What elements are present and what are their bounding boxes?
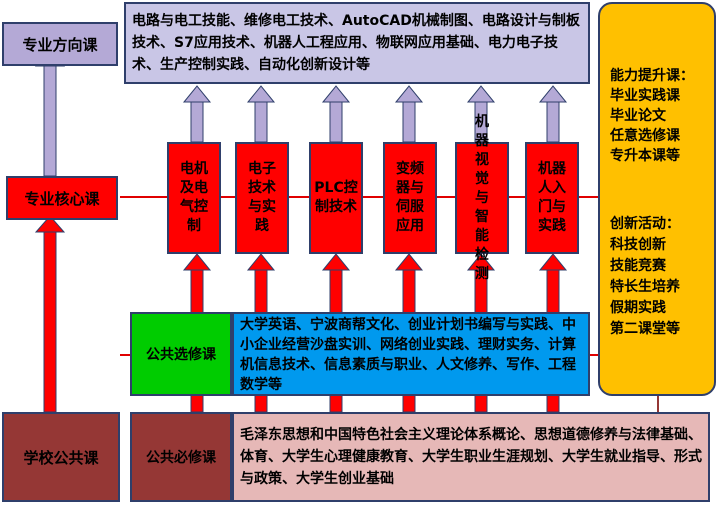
core-course-6: 机器人入门与实践 [525, 142, 579, 254]
ability-item: 任意选修课 [610, 128, 680, 144]
core-course-1: 电机及电气控制 [167, 142, 221, 254]
direction-courses-box: 电路与电工技能、维修电工技术、AutoCAD机械制图、电路设计与制板技术、S7应… [124, 2, 590, 84]
core-label-box: 专业核心课 [6, 176, 118, 220]
arrow-school-to-core [34, 215, 66, 413]
core-course-5-label: 机器视觉与智能检测 [475, 113, 489, 282]
public-elective-label: 公共选修课 [146, 347, 216, 363]
public-required-label: 公共必修课 [146, 450, 216, 466]
arrows-core-to-direction [182, 85, 568, 143]
elective-courses-text: 大学英语、宁波商帮文化、创业计划书编写与实践、中小企业经营沙盘实训、网络创业实践… [240, 317, 576, 393]
core-course-1-label: 电机及电气控制 [180, 161, 208, 234]
public-required-label-box: 公共必修课 [130, 412, 232, 502]
elective-courses-box: 大学英语、宁波商帮文化、创业计划书编写与实践、中小企业经营沙盘实训、网络创业实践… [232, 312, 590, 396]
innovation-item: 特长生培养 [610, 279, 680, 295]
required-courses-box: 毛泽东思想和中国特色社会主义理论体系概论、思想道德修养与法律基础、体育、大学生心… [232, 412, 710, 502]
core-label: 专业核心课 [24, 189, 100, 208]
ability-item: 毕业实践课 [610, 88, 680, 104]
side-panel: 能力提升课： 毕业实践课 毕业论文 任意选修课 专升本课等 创新活动： 科技创新… [598, 2, 716, 396]
direction-label: 专业方向课 [22, 35, 98, 54]
ability-title: 能力提升课： [610, 68, 694, 84]
core-course-3: PLC控制技术 [309, 142, 363, 254]
core-course-6-label: 机器人入门与实践 [538, 161, 566, 234]
core-course-4: 变频器与伺服应用 [383, 142, 437, 254]
arrow-core-to-direction [34, 49, 66, 177]
core-course-3-label: PLC控制技术 [314, 180, 358, 215]
ability-item: 毕业论文 [610, 108, 666, 124]
innovation-item: 技能竞赛 [610, 258, 666, 274]
direction-courses-text: 电路与电工技能、维修电工技术、AutoCAD机械制图、电路设计与制板技术、S7应… [132, 13, 580, 73]
core-course-4-label: 变频器与伺服应用 [396, 161, 424, 234]
innovation-item: 假期实践 [610, 300, 666, 316]
ability-section: 能力提升课： 毕业实践课 毕业论文 任意选修课 专升本课等 [610, 66, 714, 166]
ability-item: 专升本课等 [610, 148, 680, 164]
innovation-section: 创新活动： 科技创新 技能竞赛 特长生培养 假期实践 第二课堂等 [610, 214, 714, 340]
public-elective-label-box: 公共选修课 [130, 312, 232, 396]
core-course-5: 机器视觉与智能检测 [455, 114, 509, 282]
school-public-label: 学校公共课 [23, 448, 99, 467]
core-course-2: 电子技术与实践 [235, 142, 289, 254]
school-public-label-box: 学校公共课 [2, 412, 120, 502]
innovation-title: 创新活动： [610, 216, 680, 232]
innovation-item: 科技创新 [610, 237, 666, 253]
direction-label-box: 专业方向课 [2, 22, 118, 66]
required-courses-text: 毛泽东思想和中国特色社会主义理论体系概论、思想道德修养与法律基础、体育、大学生心… [240, 427, 702, 487]
innovation-item: 第二课堂等 [610, 321, 680, 337]
core-course-2-label: 电子技术与实践 [248, 161, 276, 234]
